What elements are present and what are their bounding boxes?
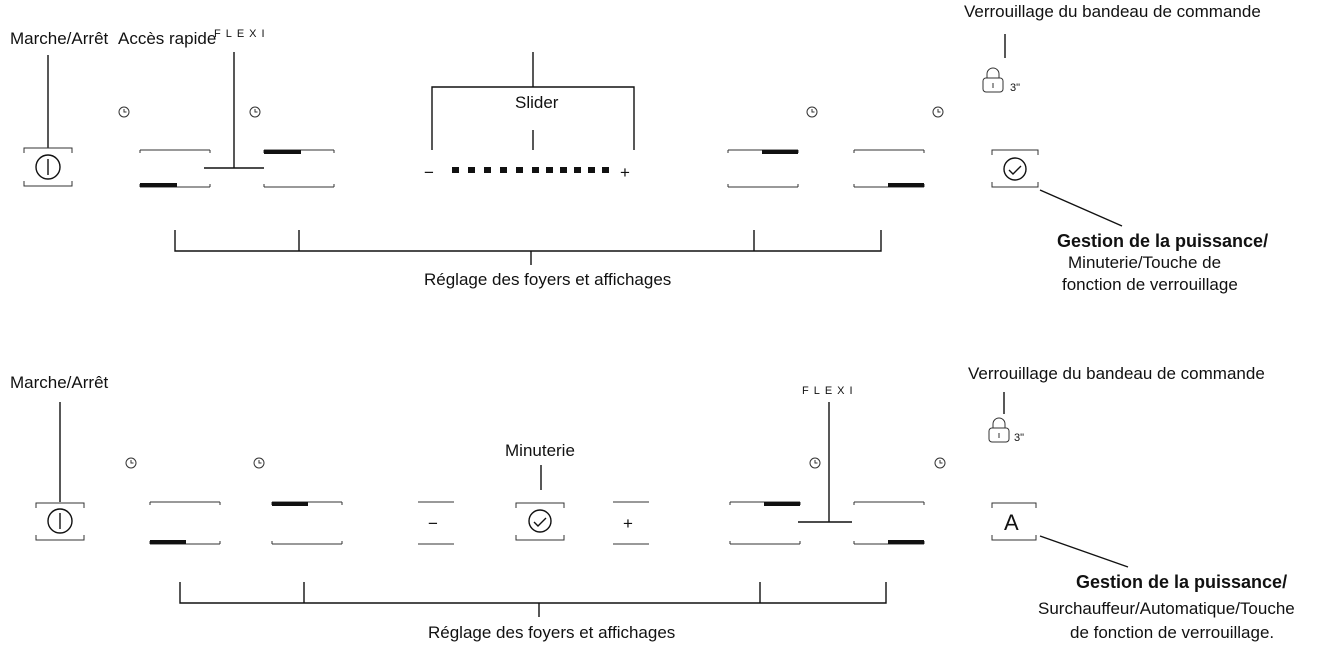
bottom-power-title: Gestion de la puissance/ — [1076, 572, 1287, 592]
bottom-zone-display-2[interactable] — [271, 501, 343, 545]
top-power-key[interactable] — [23, 147, 73, 187]
top-zone-display-3[interactable] — [727, 149, 799, 188]
slider-step[interactable] — [484, 167, 491, 173]
bottom-power-key[interactable] — [35, 502, 85, 541]
bottom-zones-bracket — [179, 582, 887, 604]
top-zones-label: Réglage des foyers et affichages — [424, 270, 671, 289]
slider-step[interactable] — [574, 167, 581, 173]
top-power-title: Gestion de la puissance/ — [1057, 231, 1268, 251]
clock-icon — [1003, 157, 1027, 181]
clock-icon — [809, 457, 821, 469]
clock-icon — [125, 457, 137, 469]
bottom-auto-key[interactable]: A — [991, 502, 1037, 541]
bottom-panel: Marche/Arrêt — [10, 364, 1295, 642]
clock-icon — [934, 457, 946, 469]
clock-icon — [249, 106, 261, 118]
bottom-lock-label: Verrouillage du bandeau de commande — [968, 364, 1265, 383]
top-zone-display-2[interactable] — [263, 149, 335, 188]
top-panel: Marche/Arrêt Accès rapide FLEXI — [10, 2, 1268, 294]
bottom-on-off-label: Marche/Arrêt — [10, 373, 109, 392]
top-flexi-label: FLEXI — [214, 28, 270, 40]
bottom-power-desc-1: Surchauffeur/Automatique/Touche — [1038, 599, 1295, 618]
clock-icon — [253, 457, 265, 469]
bottom-power-leader — [1039, 535, 1129, 568]
bottom-flexi-label: FLEXI — [802, 385, 858, 397]
power-icon — [47, 508, 73, 534]
bottom-zones-label: Réglage des foyers et affichages — [428, 623, 675, 642]
bottom-timer-key[interactable] — [515, 502, 565, 541]
bottom-zone-display-3[interactable] — [729, 501, 801, 545]
slider-step[interactable] — [588, 167, 595, 173]
bottom-timer-label: Minuterie — [505, 441, 575, 460]
top-slider-bracket — [431, 86, 635, 150]
slider-step[interactable] — [560, 167, 567, 173]
clock-icon — [932, 106, 944, 118]
slider-minus[interactable]: − — [424, 163, 434, 182]
slider-step[interactable] — [500, 167, 507, 173]
top-quick-access-label: Accès rapide — [118, 29, 216, 48]
top-slider-label: Slider — [515, 93, 559, 112]
lock-icon — [988, 417, 1010, 443]
top-power-desc-1: Minuterie/Touche de — [1068, 253, 1221, 272]
auto-icon: A — [1004, 510, 1019, 535]
top-lock-label: Verrouillage du bandeau de commande — [964, 2, 1261, 21]
power-icon — [35, 154, 61, 180]
slider-step[interactable] — [516, 167, 523, 173]
plus-symbol: + — [623, 514, 633, 533]
slider-plus[interactable]: + — [620, 163, 630, 182]
slider-control[interactable]: − + — [424, 163, 630, 182]
top-power-leader — [1039, 189, 1123, 227]
clock-icon — [806, 106, 818, 118]
bottom-zone-display-1[interactable] — [149, 501, 221, 545]
bottom-zone-display-4[interactable] — [853, 501, 925, 545]
slider-step[interactable] — [602, 167, 609, 173]
top-on-off-label: Marche/Arrêt — [10, 29, 109, 48]
lock-icon — [982, 67, 1004, 93]
clock-icon — [118, 106, 130, 118]
slider-step[interactable] — [546, 167, 553, 173]
top-zone-display-1[interactable] — [139, 149, 211, 188]
bottom-minus-key[interactable]: − — [418, 501, 454, 545]
bottom-plus-key[interactable]: + — [613, 501, 649, 545]
top-zone-display-4[interactable] — [853, 149, 925, 188]
top-lock-time: 3" — [1010, 82, 1020, 94]
minus-symbol: − — [428, 514, 438, 533]
top-timer-key[interactable] — [991, 149, 1039, 188]
slider-step[interactable] — [452, 167, 459, 173]
slider-step[interactable] — [532, 167, 539, 173]
top-power-key-frame — [23, 147, 73, 187]
bottom-power-desc-2: de fonction de verrouillage. — [1070, 623, 1274, 642]
clock-icon — [528, 509, 552, 533]
slider-step[interactable] — [468, 167, 475, 173]
top-power-desc-2: fonction de verrouillage — [1062, 275, 1238, 294]
bottom-lock-time: 3" — [1014, 432, 1024, 444]
top-zones-bracket — [174, 230, 882, 252]
